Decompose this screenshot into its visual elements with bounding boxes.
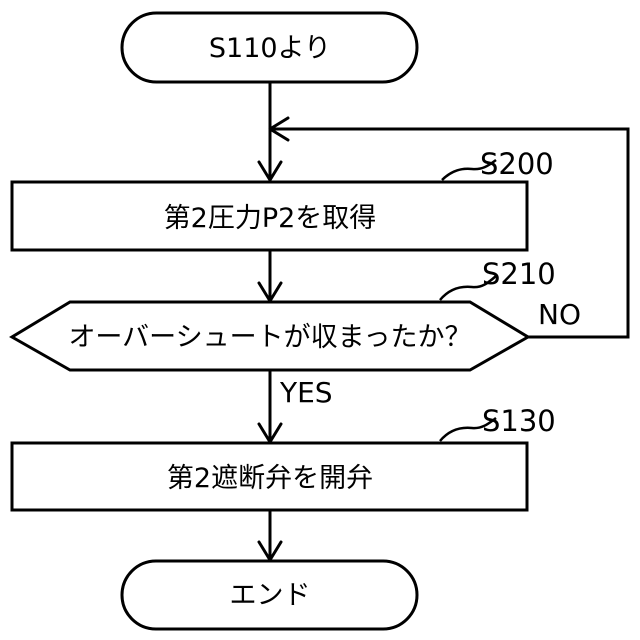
- s130-step-label: S130: [482, 404, 556, 438]
- yes-branch-label: YES: [279, 376, 333, 409]
- decision-s210-label: オーバーシュートが収まったか？: [68, 322, 471, 353]
- start-terminal-label: S110より: [209, 33, 331, 64]
- end-terminal-label: エンド: [230, 580, 311, 611]
- process-s200-label: 第2圧力P2を取得: [164, 203, 377, 234]
- process-s130-label: 第2遮断弁を開弁: [167, 463, 373, 494]
- s200-step-label: S200: [480, 147, 554, 181]
- s210-step-label: S210: [482, 257, 556, 291]
- no-branch-label: NO: [538, 298, 581, 331]
